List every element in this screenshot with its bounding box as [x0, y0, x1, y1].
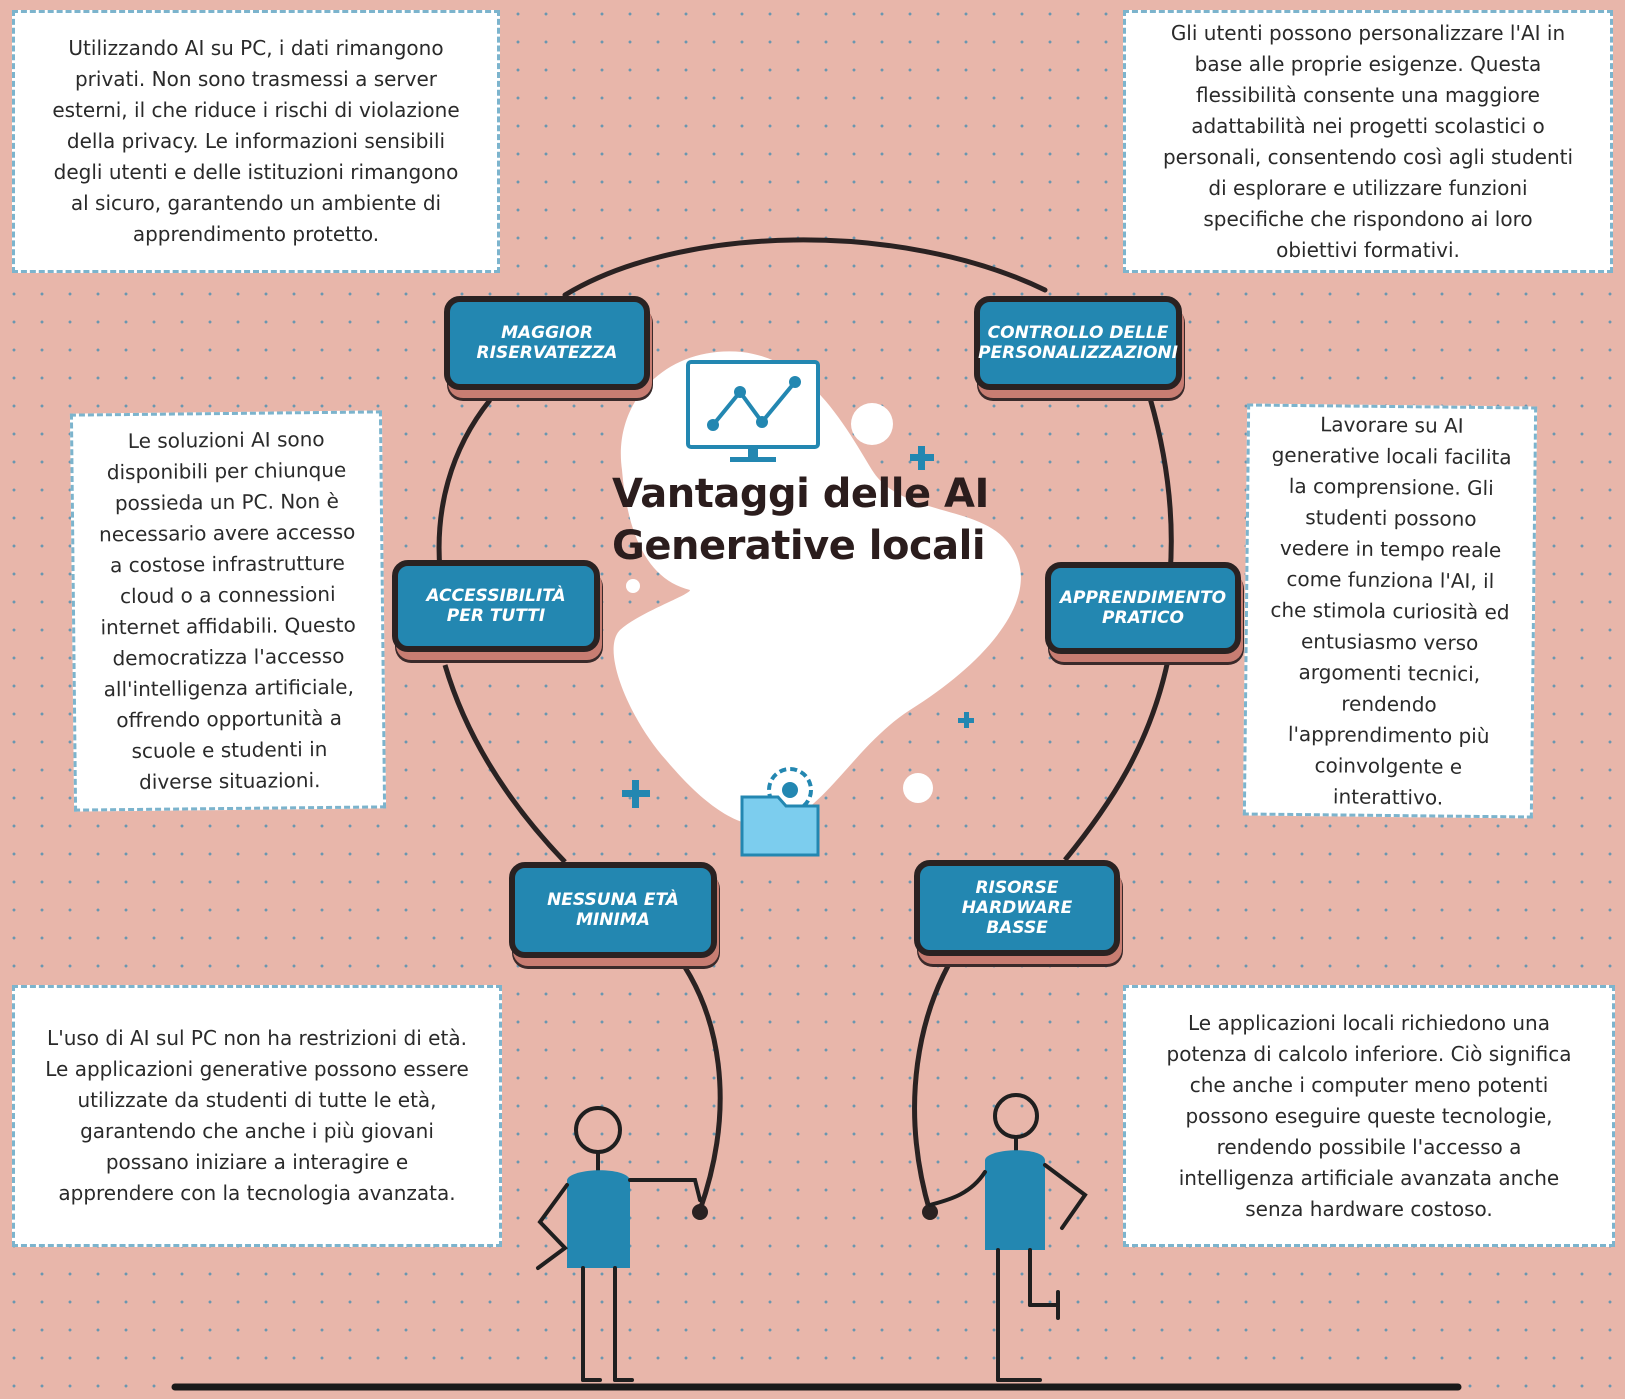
plus-icon — [622, 780, 650, 808]
description-text: Gli utenti possono personalizzare l'AI i… — [1162, 20, 1574, 262]
deco-circle — [851, 403, 893, 445]
string-end — [922, 1204, 938, 1220]
node-label: ACCESSIBILITà PER TUTTI — [426, 586, 566, 626]
node-nessuna-eta-minima: NESSUNA ETà MINIMA — [509, 862, 717, 958]
node-label: RISORSE HARDWARE BASSE — [961, 878, 1073, 938]
string-line — [663, 938, 723, 1211]
node-label: CONTROLLO DELLE PERSONALIZZAZIONI — [978, 323, 1178, 363]
node-apprendimento-pratico: APPRENDIMENTO PRATICO — [1045, 562, 1241, 654]
description-hardware: Le applicazioni locali richiedono una po… — [1123, 985, 1615, 1247]
description-eta: L'uso di AI sul PC non ha restrizioni di… — [12, 985, 502, 1247]
loop-line — [442, 664, 567, 864]
description-personalizzazioni: Gli utenti possono personalizzare l'AI i… — [1123, 10, 1613, 273]
node-label: NESSUNA ETà MINIMA — [547, 890, 679, 930]
loop-line — [436, 398, 492, 571]
node-label: MAGGIOR RISERVATEZZA — [476, 323, 618, 363]
node-controllo-personalizzazioni: CONTROLLO DELLE PERSONALIZZAZIONI — [974, 296, 1182, 390]
string-end — [692, 1204, 708, 1220]
node-risorse-hardware-basse: RISORSE HARDWARE BASSE — [914, 860, 1120, 956]
folder-gear-icon — [740, 767, 820, 857]
description-accessibilita: Le soluzioni AI sono disponibili per chi… — [69, 410, 387, 812]
deco-circle — [626, 579, 640, 593]
description-text: Le soluzioni AI sono disponibili per chi… — [98, 426, 356, 794]
node-accessibilita-per-tutti: ACCESSIBILITà PER TUTTI — [392, 560, 600, 652]
chart-monitor-icon — [686, 360, 820, 462]
description-text: Utilizzando AI su PC, i dati rimangono p… — [52, 36, 460, 246]
description-text: Lavorare su AI generative locali facilit… — [1270, 411, 1512, 810]
description-text: L'uso di AI sul PC non ha restrizioni di… — [45, 1026, 469, 1205]
plus-icon — [958, 712, 974, 728]
node-label: APPRENDIMENTO PRATICO — [1059, 588, 1227, 628]
description-text: Le applicazioni locali richiedono una po… — [1166, 1010, 1572, 1221]
central-blob — [613, 351, 1021, 827]
description-riservatezza: Utilizzando AI su PC, i dati rimangono p… — [12, 10, 500, 273]
deco-circle — [903, 773, 933, 803]
loop-line — [1147, 397, 1174, 576]
plus-icon — [910, 446, 934, 470]
person-figure-icon — [928, 1093, 1088, 1382]
description-apprendimento: Lavorare su AI generative locali facilit… — [1242, 403, 1538, 819]
diagram-title: Vantaggi delle AI Generative locali — [612, 471, 989, 569]
node-maggior-riservatezza: MAGGIOR RISERVATEZZA — [444, 296, 650, 390]
string-line — [912, 936, 968, 1213]
loop-line — [562, 237, 1048, 298]
loop-line — [1063, 659, 1171, 862]
person-figure-icon — [536, 1106, 702, 1382]
